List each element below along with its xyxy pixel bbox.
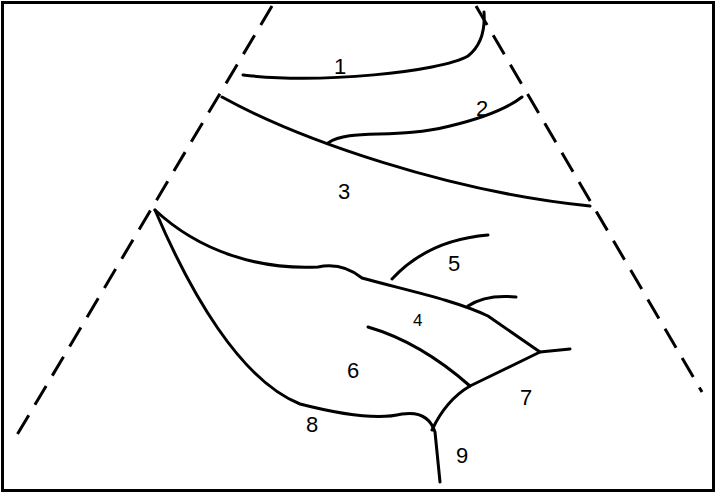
- sector-edge: [476, 6, 702, 392]
- callout-number: 2: [476, 98, 488, 120]
- callout-number: 1: [334, 56, 346, 78]
- callout-number: 3: [338, 181, 350, 203]
- callout-number: 8: [306, 414, 318, 436]
- curve-line: [155, 210, 440, 482]
- sector-edge: [14, 6, 272, 440]
- curve-line: [432, 352, 540, 430]
- callout-number: 7: [520, 387, 532, 409]
- curve-line: [243, 12, 484, 78]
- curve-line: [368, 327, 470, 386]
- callout-number: 5: [448, 253, 460, 275]
- curve-line: [222, 97, 590, 206]
- frame-border: [3, 3, 714, 491]
- curve-line: [155, 210, 570, 352]
- curve-line: [468, 296, 516, 306]
- callout-number: 4: [413, 312, 422, 329]
- curve-line: [392, 235, 488, 279]
- callout-number: 9: [456, 445, 468, 467]
- curve-line: [328, 97, 522, 143]
- callout-number: 6: [347, 360, 359, 382]
